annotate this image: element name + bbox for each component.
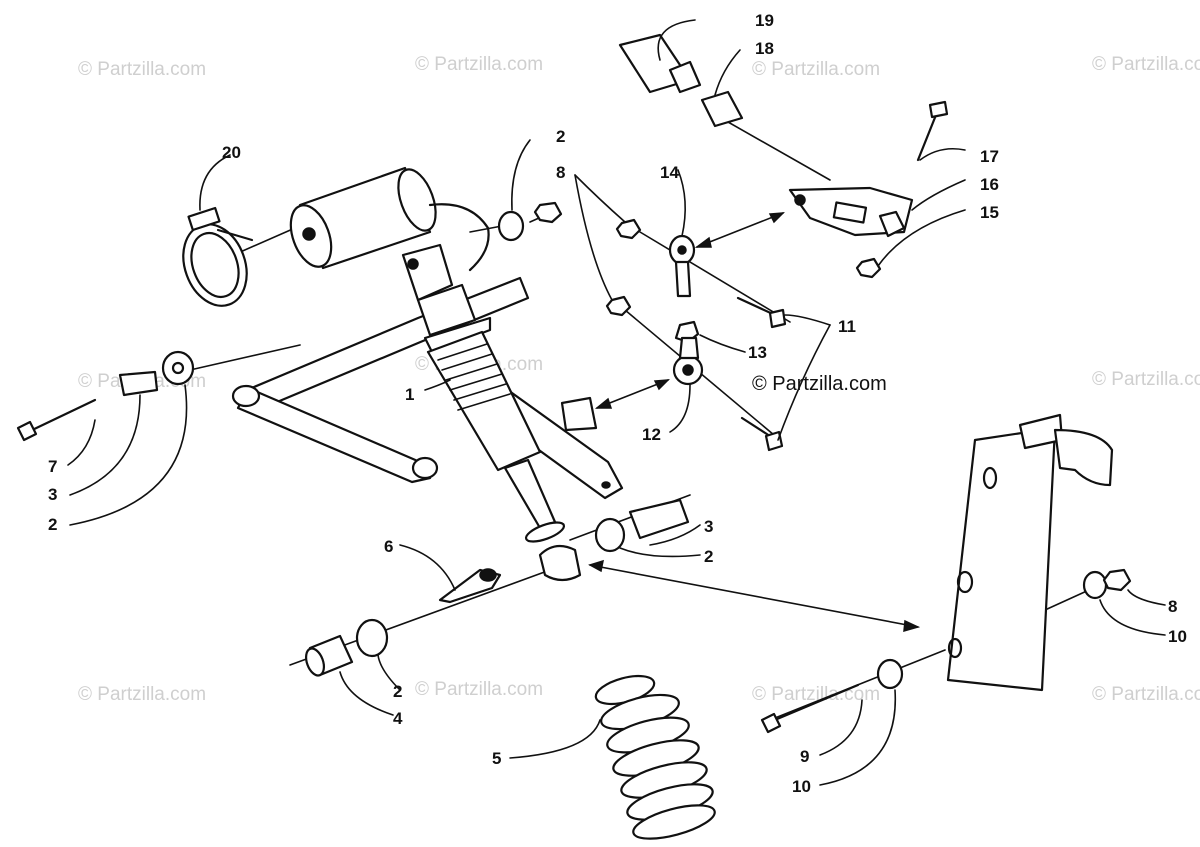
callout-label: 20 (222, 143, 241, 162)
watermark: © Partzilla.com (415, 679, 543, 700)
rod-ends (560, 234, 787, 452)
lower-hardware (16, 350, 1132, 734)
callout-label: 3 (704, 517, 713, 536)
callout-label: 12 (642, 425, 661, 444)
callout-label: 2 (48, 515, 57, 534)
watermark: © Partzilla.com (1092, 54, 1200, 75)
callout-label: 10 (1168, 627, 1187, 646)
callout-label: 5 (492, 749, 501, 768)
callout-label: 14 (660, 163, 679, 182)
callout-label: 10 (792, 777, 811, 796)
lower-bracket (438, 568, 502, 604)
callout-label: 9 (800, 747, 809, 766)
callout-label: 7 (48, 457, 57, 476)
callout-label: 2 (704, 547, 713, 566)
callout-label: 4 (393, 709, 403, 728)
callout-label: 15 (980, 203, 999, 222)
hose-clamp (182, 206, 254, 307)
callout-label: 8 (556, 163, 565, 182)
callout-label: 19 (755, 11, 774, 30)
top-hardware (497, 201, 642, 317)
watermarks: © Partzilla.com © Partzilla.com © Partzi… (78, 54, 1200, 705)
watermark: © Partzilla.com (78, 684, 206, 705)
copyright-text: © Partzilla.com (752, 373, 887, 395)
callout-label: 13 (748, 343, 767, 362)
callout-label: 8 (1168, 597, 1177, 616)
assembly-lines (189, 121, 1101, 723)
callout-label: 6 (384, 537, 393, 556)
watermark: © Partzilla.com (752, 59, 880, 80)
throttle-linkage (618, 33, 949, 279)
callout-label: 1 (405, 385, 414, 404)
watermark: © Partzilla.com (78, 59, 206, 80)
callout-numbers: 20 2 8 14 19 18 17 16 15 11 13 12 1 7 3 … (48, 11, 1187, 796)
watermark: © Partzilla.com (415, 54, 543, 75)
callout-label: 2 (393, 682, 402, 701)
callout-label: 2 (556, 127, 565, 146)
callout-label: 17 (980, 147, 999, 166)
coil-spring (594, 674, 716, 840)
spindle-housing (946, 413, 1114, 692)
watermark: © Partzilla.com (1092, 369, 1200, 390)
callout-label: 11 (838, 317, 856, 336)
shock-reservoir (289, 166, 490, 272)
shock-absorber (401, 243, 582, 582)
callout-label: 16 (980, 175, 999, 194)
callout-label: 3 (48, 485, 57, 504)
callout-leaders (67, 19, 1166, 786)
watermark: © Partzilla.com (1092, 684, 1200, 705)
callout-label: 18 (755, 39, 774, 58)
